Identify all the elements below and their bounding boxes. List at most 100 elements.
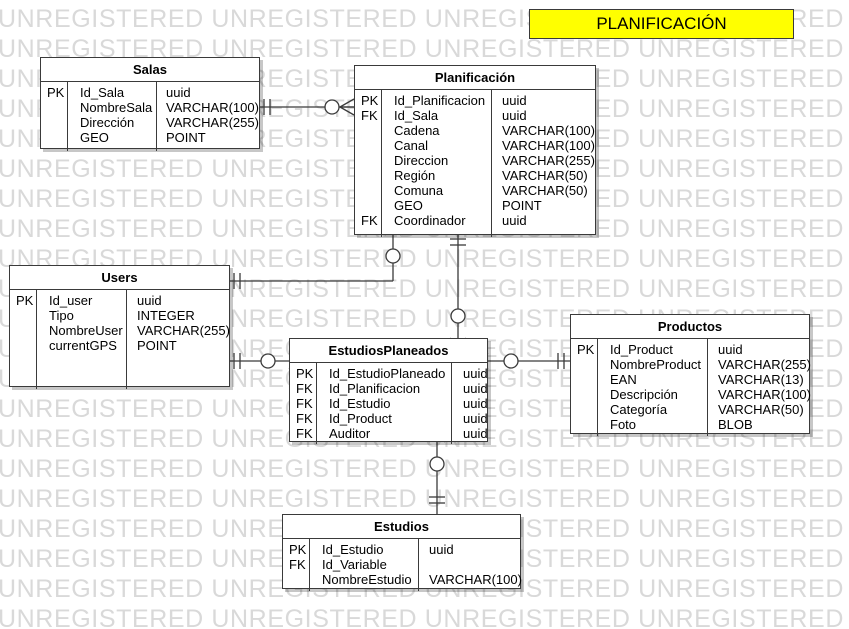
table-row[interactable]: GEO POINT	[41, 130, 259, 145]
key-cell: FK	[296, 381, 313, 396]
field-name: Canal	[394, 138, 428, 153]
key-cell: PK	[47, 85, 65, 100]
column-divider	[451, 363, 452, 444]
field-type: VARCHAR(255)	[166, 115, 259, 130]
field-type: uuid	[502, 213, 527, 228]
field-name: Id_Variable	[322, 557, 387, 572]
field-name: currentGPS	[49, 338, 117, 353]
key-cell: FK	[361, 213, 378, 228]
field-type: VARCHAR(50)	[502, 168, 588, 183]
table-row[interactable]: FK Coordinador uuid	[355, 213, 595, 228]
table-row[interactable]: Dirección VARCHAR(255)	[41, 115, 259, 130]
table-title: EstudiosPlaneados	[290, 339, 487, 363]
field-type: POINT	[502, 198, 542, 213]
field-name: EAN	[610, 372, 637, 387]
table-title: Productos	[571, 315, 809, 339]
field-name: Coordinador	[394, 213, 466, 228]
key-cell: PK	[361, 93, 379, 108]
field-type: uuid	[463, 381, 488, 396]
field-name: NombreUser	[49, 323, 123, 338]
field-type: VARCHAR(50)	[718, 402, 804, 417]
key-cell: FK	[361, 108, 378, 123]
key-cell: FK	[296, 396, 313, 411]
table-row[interactable]: NombreProduct VARCHAR(255)	[571, 357, 811, 372]
column-divider	[126, 290, 127, 389]
column-divider	[381, 90, 382, 237]
field-name: Dirección	[80, 115, 135, 130]
table-row[interactable]: Foto BLOB	[571, 417, 809, 432]
optional-circle	[324, 99, 340, 115]
watermark-row: UNREGISTERED UNREGISTERED UNREGISTERED U…	[0, 605, 849, 629]
field-type: VARCHAR(255)	[718, 357, 811, 372]
table-row[interactable]: PK Id_Sala uuid	[41, 85, 259, 100]
table-row[interactable]: FK Id_Variable	[283, 557, 520, 572]
field-name: NombreProduct	[610, 357, 702, 372]
field-type: POINT	[166, 130, 206, 145]
watermark-row: UNREGISTERED UNREGISTERED UNREGISTERED U…	[0, 485, 849, 513]
field-name: Categoría	[610, 402, 668, 417]
field-name: Id_Estudio	[322, 542, 384, 557]
column-divider	[597, 339, 598, 436]
diagram-title: PLANIFICACIÓN	[529, 9, 794, 39]
optional-circle	[429, 456, 445, 472]
field-type: uuid	[502, 93, 527, 108]
field-type: uuid	[166, 85, 191, 100]
field-name: Foto	[610, 417, 637, 432]
column-divider	[418, 539, 419, 591]
field-type: VARCHAR(100)	[502, 123, 595, 138]
field-type: INTEGER	[137, 308, 195, 323]
field-type: VARCHAR(50)	[502, 183, 588, 198]
connector-line	[339, 98, 355, 108]
field-type: uuid	[137, 293, 162, 308]
field-name: Id_Product	[610, 342, 673, 357]
field-name: Id_Sala	[80, 85, 125, 100]
key-cell: FK	[296, 426, 313, 441]
table-row[interactable]: NombreUser VARCHAR(255)	[10, 323, 230, 338]
field-type: VARCHAR(13)	[718, 372, 804, 387]
optional-circle	[503, 353, 519, 369]
field-type: uuid	[429, 542, 454, 557]
field-type: BLOB	[718, 417, 753, 432]
field-name: Auditor	[329, 426, 371, 441]
optional-circle	[450, 308, 466, 324]
table-row[interactable]: EAN VARCHAR(13)	[571, 372, 809, 387]
field-type: VARCHAR(255)	[137, 323, 230, 338]
field-name: Direccion	[394, 153, 449, 168]
optional-circle	[385, 248, 401, 264]
key-cell: FK	[289, 557, 306, 572]
column-divider	[707, 339, 708, 436]
field-name: GEO	[80, 130, 109, 145]
key-cell: PK	[577, 342, 595, 357]
key-cell: FK	[296, 411, 313, 426]
table-row[interactable]: Categoría VARCHAR(50)	[571, 402, 809, 417]
